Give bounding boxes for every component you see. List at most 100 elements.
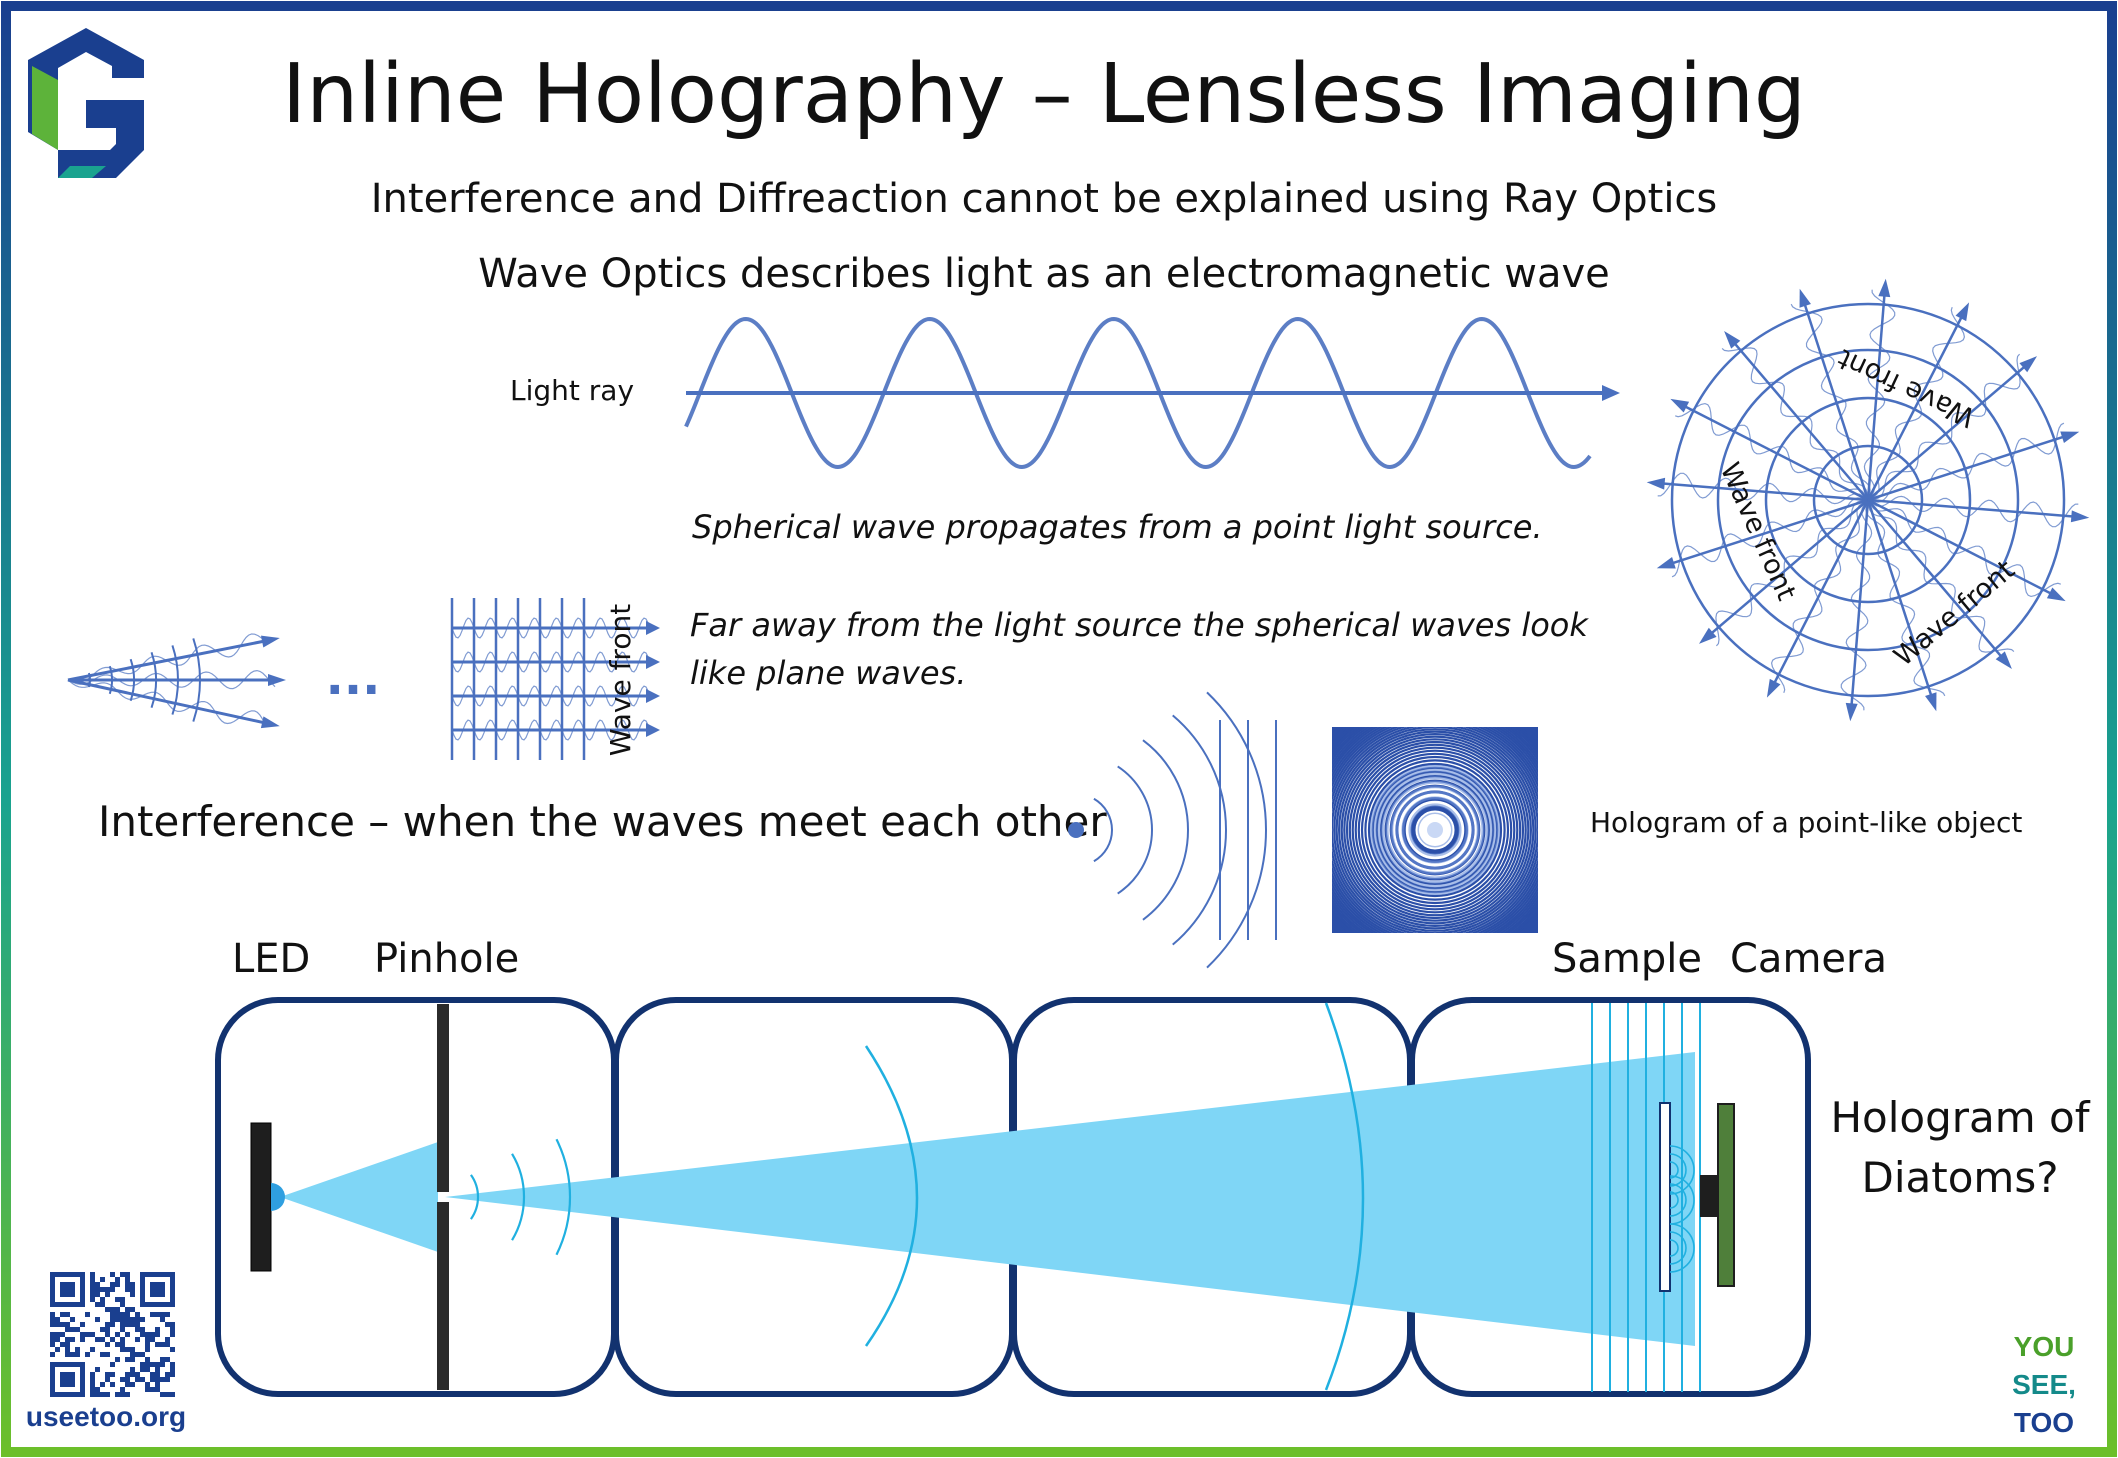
light-ray-label: Light ray bbox=[510, 374, 634, 407]
radial-ray bbox=[1867, 361, 2031, 501]
ray-arrowhead bbox=[1670, 398, 1690, 413]
qr-code-icon bbox=[48, 1270, 177, 1399]
ray-arrowhead bbox=[646, 655, 660, 669]
radial-ray bbox=[1678, 402, 1869, 502]
hologram-ring-soft bbox=[1390, 785, 1480, 875]
wave-front-label-left: Wave front bbox=[1714, 458, 1802, 605]
radial-ray bbox=[1801, 297, 1870, 501]
scattered-wavelet bbox=[1669, 1175, 1695, 1225]
pinhole-wavefront bbox=[511, 1153, 526, 1241]
hologram-question-line1: Hologram of bbox=[1830, 1093, 2090, 1142]
sine-wave bbox=[684, 316, 1592, 470]
scattered-wavelet bbox=[1669, 1223, 1695, 1273]
diverging-rays-diagram bbox=[67, 633, 286, 729]
ray-wave bbox=[67, 669, 276, 690]
ray-arrowhead bbox=[1766, 678, 1781, 698]
hologram-ring bbox=[1379, 774, 1490, 885]
ray-wave bbox=[1721, 347, 1869, 501]
hologram-ring bbox=[1357, 752, 1513, 908]
hologram-ring bbox=[1337, 732, 1532, 927]
led-label: LED bbox=[232, 936, 310, 982]
sample-scattered-waves bbox=[1669, 1145, 1695, 1273]
ray-arrowhead bbox=[2070, 510, 2090, 523]
circular-wavefront bbox=[1142, 739, 1190, 921]
pinhole-wavefronts bbox=[470, 1138, 572, 1256]
scattered-wavelet bbox=[1669, 1145, 1695, 1195]
ray-wave bbox=[451, 651, 649, 673]
pinhole-light-cone bbox=[445, 1052, 1695, 1346]
radial-ray bbox=[1849, 499, 1870, 712]
ray-arrowhead bbox=[646, 689, 660, 703]
radial-ray bbox=[1867, 433, 2071, 502]
hologram-ring-soft bbox=[1377, 772, 1493, 888]
ray-wave bbox=[1865, 499, 1946, 697]
camera-sensor-mount bbox=[1700, 1175, 1718, 1217]
radial-ray bbox=[1866, 499, 1935, 703]
hologram-ring bbox=[1348, 743, 1522, 917]
camera-board bbox=[1717, 1103, 1735, 1287]
website-link[interactable]: useetoo.org bbox=[26, 1401, 186, 1432]
ray-arrowhead bbox=[1799, 288, 1811, 308]
wavefront-circle bbox=[1812, 444, 1924, 556]
hologram-ring bbox=[1375, 770, 1495, 890]
hologram-ring-soft bbox=[1373, 768, 1497, 892]
ray-wave bbox=[1867, 307, 1966, 501]
plane-waves-diagram bbox=[450, 598, 660, 760]
radial-ray bbox=[1729, 337, 1869, 501]
pinhole-wavefront bbox=[470, 1174, 480, 1220]
scattered-wavelet bbox=[1669, 1161, 1679, 1179]
ellipsis-dots: ... bbox=[326, 650, 381, 706]
ray-arrowhead bbox=[1646, 477, 1666, 490]
camera-label: Camera bbox=[1730, 936, 1887, 982]
spherical-wave-diagram: Wave front Wave front Wave front bbox=[1646, 278, 2090, 722]
circular-wavefront bbox=[1093, 797, 1113, 863]
ray-wave bbox=[1867, 499, 2015, 653]
radial-ray bbox=[1705, 499, 1869, 639]
led-emitter bbox=[271, 1183, 285, 1211]
brand-see: SEE, bbox=[2012, 1369, 2076, 1400]
hologram-ring bbox=[1340, 735, 1530, 925]
ray-arrowhead bbox=[260, 635, 280, 648]
ray-wave bbox=[1867, 499, 2061, 598]
point-hologram-image bbox=[1332, 727, 1538, 933]
wavefront-circle bbox=[1670, 302, 2066, 698]
radial-ray bbox=[1867, 499, 2007, 663]
ray-arrowhead bbox=[1995, 651, 2012, 670]
brand-logo-icon bbox=[28, 28, 144, 178]
hologram-ring-soft bbox=[1395, 790, 1475, 870]
ray-wave bbox=[1790, 303, 1871, 501]
ray-wave bbox=[1770, 499, 1869, 693]
spherical-wavefront bbox=[192, 638, 201, 722]
wavefront-circle bbox=[1716, 348, 2020, 652]
circular-wavefront bbox=[1117, 765, 1153, 895]
ray-wave bbox=[451, 685, 649, 707]
ray-wave bbox=[1867, 422, 2065, 503]
ray-wave bbox=[67, 679, 268, 728]
hologram-ring bbox=[1354, 749, 1516, 911]
ray-arrowhead bbox=[646, 723, 660, 737]
ray-wave bbox=[1867, 495, 2079, 528]
sample-slide bbox=[1659, 1102, 1671, 1292]
scattered-wavelet bbox=[1669, 1239, 1679, 1257]
hologram-ring bbox=[1335, 730, 1535, 930]
subtitle-ray-optics: Interference and Diffreaction cannot be … bbox=[371, 176, 1718, 222]
spherical-wavefront bbox=[108, 665, 113, 695]
ray-arrowhead bbox=[1724, 330, 1741, 349]
pinhole-label: Pinhole bbox=[374, 936, 519, 982]
hologram-ring bbox=[1343, 738, 1527, 922]
ray-wave bbox=[1657, 472, 1869, 505]
brand-too: TOO bbox=[2014, 1407, 2074, 1438]
point-hologram-label: Hologram of a point-like object bbox=[1590, 806, 2022, 839]
diverging-ray bbox=[67, 678, 271, 726]
spherical-wave-caption: Spherical wave propagates from a point l… bbox=[692, 508, 1543, 546]
pinhole-wavefront bbox=[555, 1138, 572, 1256]
radial-ray bbox=[1867, 498, 2080, 519]
ray-arrowhead bbox=[1698, 627, 1717, 644]
pinhole-plate-bottom bbox=[437, 1202, 449, 1390]
radial-ray bbox=[1656, 481, 1869, 502]
hologram-ring bbox=[1351, 746, 1519, 914]
page-title: Inline Holography – Lensless Imaging bbox=[282, 47, 1806, 142]
propagating-wavefront bbox=[1324, 1002, 1365, 1391]
